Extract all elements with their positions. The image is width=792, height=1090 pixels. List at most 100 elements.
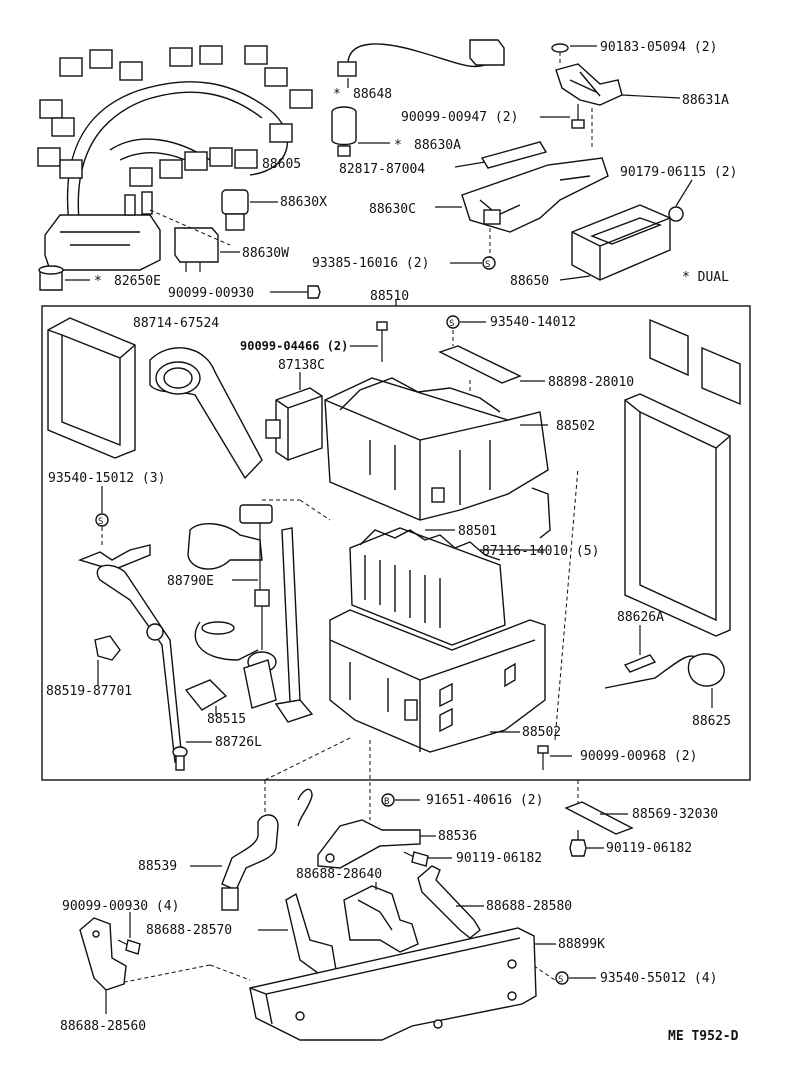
valve-88790E: [187, 499, 331, 661]
label-87138C: 87138C: [278, 358, 325, 373]
bolt-90119-06182-right: [569, 830, 604, 857]
clamp-88688-28640: [343, 882, 419, 953]
rod-88688-28580: [417, 865, 484, 939]
part-88539: [190, 788, 313, 911]
bolt-90099-00930: [270, 285, 321, 299]
part-88630W: [149, 209, 240, 272]
label-88519-87701: 88519-87701: [46, 684, 132, 699]
star-marker: *: [94, 274, 102, 289]
seal-frame-left: [47, 317, 136, 459]
washer-93540-15012: S: [95, 486, 109, 548]
part-88515: [184, 527, 314, 723]
label-82650E: 82650E: [114, 274, 161, 289]
label-88688-28560: 88688-28560: [60, 1019, 146, 1034]
label-88790E: 88790E: [167, 574, 214, 589]
part-88648: [337, 39, 505, 88]
label-88650: 88650: [510, 274, 549, 289]
part-82650E: [38, 265, 90, 291]
label-90099-00930-4: 90099-00930 (4): [62, 899, 179, 914]
label-88502-bottom: 88502: [522, 725, 561, 740]
label-88899K: 88899K: [558, 937, 605, 952]
label-88539: 88539: [138, 859, 177, 874]
label-87116-14010: 87116-14010 (5): [482, 544, 599, 559]
label-93385-16016: 93385-16016 (2): [312, 256, 429, 271]
s-marker: S: [485, 260, 490, 270]
label-88626A: 88626A: [617, 610, 664, 625]
part-90179-06115: [668, 179, 693, 222]
label-82817-87004: 82817-87004: [339, 162, 425, 177]
part-93385-16016: S: [450, 256, 496, 270]
label-88631A: 88631A: [682, 93, 729, 108]
label-93540-14012: 93540-14012: [490, 315, 576, 330]
washer-93540-55012: S: [555, 971, 596, 985]
label-88630W: 88630W: [242, 246, 289, 261]
label-88688-28580: 88688-28580: [486, 899, 572, 914]
bracket-88688-28560: [79, 917, 127, 1014]
assembly-frame-88510: [41, 300, 751, 781]
label-90099-00947: 90099-00947 (2): [401, 110, 518, 125]
seal-frame-right: [624, 393, 731, 637]
label-91651-40616: 91651-40616 (2): [426, 793, 543, 808]
pipe-88726L: [96, 564, 212, 771]
label-88688-28570: 88688-28570: [146, 923, 232, 938]
part-82817-87004: [454, 141, 548, 169]
label-93540-55012: 93540-55012 (4): [600, 971, 717, 986]
gasket-squares: [649, 318, 741, 406]
part-88650: [559, 204, 671, 281]
label-88726L: 88726L: [215, 735, 262, 750]
label-88536: 88536: [438, 829, 477, 844]
label-88515: 88515: [207, 712, 246, 727]
part-91651-40616: B: [381, 793, 420, 807]
lower-case-88502: [329, 609, 546, 753]
part-88569-32030: [564, 801, 634, 835]
label-88510: 88510: [370, 289, 409, 304]
label-90099-04466: 90099-04466 (2): [240, 339, 348, 353]
label-88688-28640: 88688-28640: [296, 867, 382, 882]
label-88630X: 88630X: [280, 195, 327, 210]
label-88502-top: 88502: [556, 419, 595, 434]
part-93540-14012: S: [446, 315, 486, 346]
label-88630C: 88630C: [369, 202, 416, 217]
label-90119-06182: 90119-06182: [456, 851, 542, 866]
label-88625: 88625: [692, 714, 731, 729]
part-87138C: [265, 372, 323, 461]
label-90099-00930: 90099-00930: [168, 286, 254, 301]
label-88605: 88605: [262, 157, 301, 172]
part-88630A: [331, 106, 390, 157]
label-88714-67524: 88714-67524: [133, 316, 219, 331]
label-90183-05094: 90183-05094 (2): [600, 40, 717, 55]
part-88630X: [221, 189, 278, 231]
clip-87116-14010: [480, 487, 551, 551]
footer-code: ME T952-D: [668, 1029, 739, 1044]
labels: 90183-05094 (2) * 88648 88631A 90099-009…: [46, 40, 739, 1044]
upper-case-88502: [324, 377, 549, 521]
label-90179-06115: 90179-06115 (2): [620, 165, 737, 180]
bolt-90099-00968: [537, 467, 579, 770]
star-marker: *: [394, 138, 402, 153]
bolt-90099-04466: [350, 321, 388, 362]
sensor-88626A: [623, 625, 657, 673]
evaporator-88501: [349, 527, 506, 646]
label-88648: 88648: [353, 87, 392, 102]
part-88631A: [540, 43, 681, 150]
legend-dual: * DUAL: [682, 270, 729, 285]
label-90119-06182-right: 90119-06182: [606, 841, 692, 856]
bracket-88899K: [249, 927, 556, 1041]
star-marker: *: [333, 87, 341, 102]
label-88569-32030: 88569-32030: [632, 807, 718, 822]
part-88898-28010: [438, 345, 545, 395]
sensor-88625: [604, 653, 725, 708]
bracket-88688-28570: [258, 892, 337, 977]
duct-88714-67524: [149, 347, 263, 480]
label-88898-28010: 88898-28010: [548, 375, 634, 390]
label-88501: 88501: [458, 524, 497, 539]
s-marker: S: [98, 517, 103, 527]
part-88630C: [435, 157, 609, 258]
s-marker: S: [449, 319, 454, 329]
wire-harness-88605: [37, 45, 313, 271]
label-90099-00968: 90099-00968 (2): [580, 749, 697, 764]
bolt-90119-06182: [403, 851, 452, 867]
bracket-88536: [317, 819, 436, 869]
b-marker: B: [384, 797, 389, 807]
